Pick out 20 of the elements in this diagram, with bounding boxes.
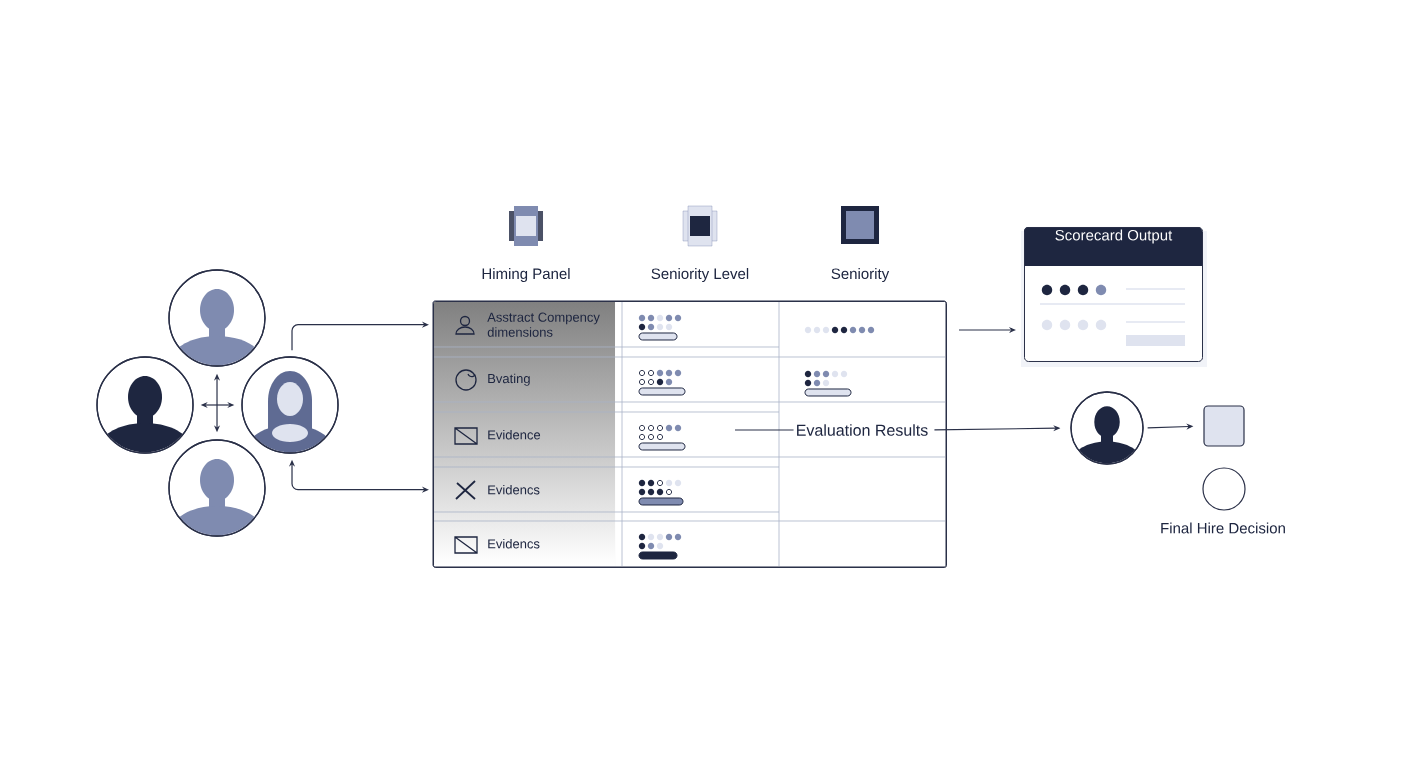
table-cell: Evidencs <box>488 538 540 549</box>
column-header: Seniority Level <box>651 268 749 282</box>
table-cell: Evidencs <box>488 484 540 495</box>
table-cell: Asstract Compency dimensions <box>487 312 600 337</box>
person-circle <box>1070 391 1144 465</box>
person-circle <box>241 356 339 454</box>
column-header: Seniority <box>831 268 890 282</box>
square-box <box>1203 405 1245 447</box>
node-caption: Final Hire Decision <box>1161 522 1285 534</box>
person-circle <box>168 439 266 537</box>
table-cell: Bvating <box>488 373 530 386</box>
result-label: Evaluation Results <box>797 424 928 436</box>
column-header: Himing Panel <box>482 268 570 282</box>
table <box>432 300 947 568</box>
scorecard-card: Scorecard Output <box>1021 227 1207 367</box>
table-cell: Evidence <box>488 429 541 440</box>
person-circle <box>168 269 266 367</box>
person-circle <box>96 356 194 454</box>
arrow <box>291 321 429 351</box>
decision-circle <box>1202 467 1246 511</box>
